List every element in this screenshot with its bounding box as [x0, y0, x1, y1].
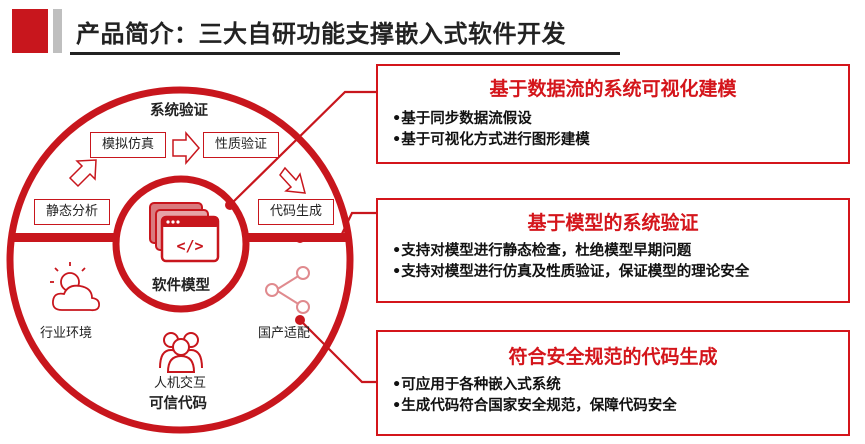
hollow-arrow-icon: [68, 130, 307, 194]
step-label: 性质验证: [214, 137, 267, 152]
step-box-property-check: 性质验证: [203, 132, 279, 158]
panel-line: •支持对模型进行仿真及性质验证，保证模型的理论安全: [392, 264, 750, 280]
bottom-label: 可信代码: [149, 396, 207, 412]
feature-panel-codegen: 符合安全规范的代码生成 •可应用于各种嵌入式系统 •生成代码符合国家安全规范，保…: [376, 330, 850, 436]
code-symbol: </>: [176, 237, 203, 255]
arrow-up-right: [68, 159, 97, 188]
panel-line: •基于同步数据流假设: [392, 111, 532, 127]
people-icon: [159, 332, 203, 373]
code-window-titlebar: [162, 217, 218, 227]
feature-industry-label: 行业环境: [40, 326, 93, 341]
share-nodes-icon: [265, 266, 310, 314]
title-bar: 产品简介：三大自研功能支撑嵌入式软件开发: [0, 0, 865, 62]
step-box-static-analysis: 静态分析: [34, 199, 110, 225]
connector-lines: [229, 90, 378, 384]
panel-line: •生成代码符合国家安全规范，保障代码安全: [392, 398, 677, 414]
title-accent-block: [12, 9, 48, 53]
connector-dots: [225, 200, 305, 325]
panel-line: •基于可视化方式进行图形建模: [392, 132, 590, 148]
step-box-code-generation: 代码生成: [258, 199, 334, 225]
sun-cloud-icon: [50, 262, 101, 312]
arrow-right: [172, 130, 200, 166]
arrow-down-right: [279, 166, 307, 194]
page-title: 产品简介：三大自研功能支撑嵌入式软件开发: [76, 20, 566, 48]
connector-2: [300, 211, 378, 240]
panel-line: •可应用于各种嵌入式系统: [392, 377, 561, 393]
feature-panel-verification: 基于模型的系统验证 •支持对模型进行静态检查，杜绝模型早期问题 •支持对模型进行…: [376, 198, 850, 303]
panel-title: 基于数据流的系统可视化建模: [489, 78, 737, 100]
feature-localization-label: 国产适配: [258, 326, 311, 341]
title-accent-bar: [53, 9, 62, 53]
connector-3: [299, 319, 378, 384]
section-title: 系统验证: [150, 103, 208, 119]
step-box-simulation: 模拟仿真: [90, 132, 166, 158]
feature-hci-label: 人机交互: [154, 376, 207, 391]
connector-1: [229, 90, 378, 206]
panel-title: 基于模型的系统验证: [527, 212, 699, 234]
panel-title: 符合安全规范的代码生成: [508, 346, 718, 368]
step-label: 静态分析: [45, 204, 98, 219]
center-label: 软件模型: [152, 278, 210, 294]
step-label: 代码生成: [269, 204, 322, 219]
connector-dot-3: [295, 315, 305, 325]
feature-panel-modeling: 基于数据流的系统可视化建模 •基于同步数据流假设 •基于可视化方式进行图形建模: [376, 64, 850, 164]
panel-line: •支持对模型进行静态检查，杜绝模型早期问题: [392, 243, 692, 259]
outer-ring: [6, 86, 354, 434]
connector-dot-1: [225, 200, 235, 210]
step-label: 模拟仿真: [101, 137, 154, 152]
code-window-icon: </>: [149, 202, 220, 263]
connector-dot-2: [295, 233, 305, 243]
title-underline: [70, 52, 620, 55]
